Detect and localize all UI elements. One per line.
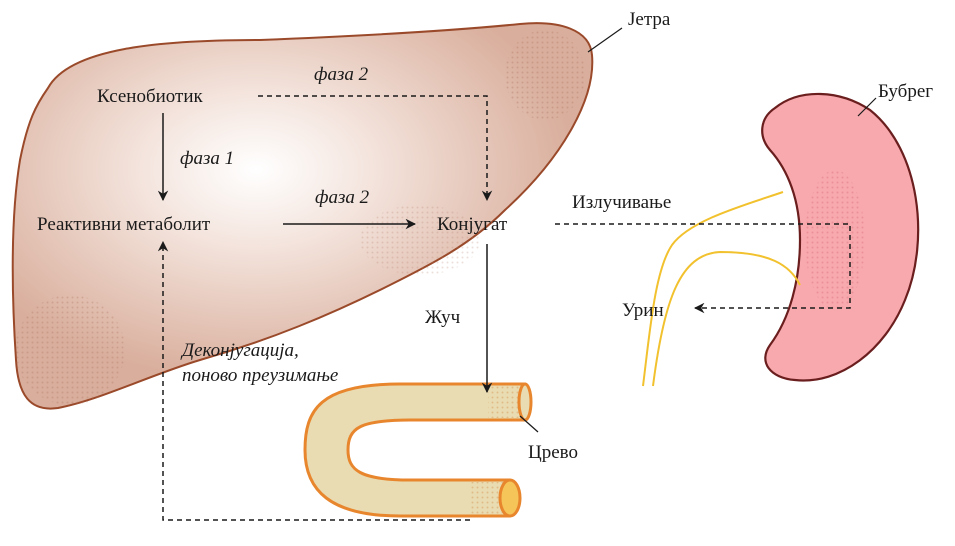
label-xenobiotic: Ксенобиотик: [97, 86, 204, 107]
kidney-shape: [762, 94, 918, 381]
label-conjugate: Конјугат: [437, 214, 508, 235]
label-intestine: Црево: [528, 442, 578, 463]
label-reactive-metabolite: Реактивни метаболит: [37, 214, 211, 235]
label-phase1: фаза 1: [180, 148, 234, 169]
liver-leader-line: [588, 28, 622, 52]
label-phase2-top: фаза 2: [314, 64, 369, 85]
label-deconjugation-line1: Деконјугација,: [180, 340, 299, 361]
label-excretion: Излучивање: [572, 192, 671, 213]
label-bile: Жуч: [425, 307, 461, 328]
label-deconjugation-line2: поново преузимање: [182, 365, 338, 386]
label-kidney: Бубрег: [878, 81, 933, 102]
label-urine: Урин: [622, 300, 664, 321]
intestine-shape: [305, 384, 531, 516]
label-phase2-mid: фаза 2: [315, 187, 370, 208]
label-liver: Јетра: [628, 9, 671, 30]
